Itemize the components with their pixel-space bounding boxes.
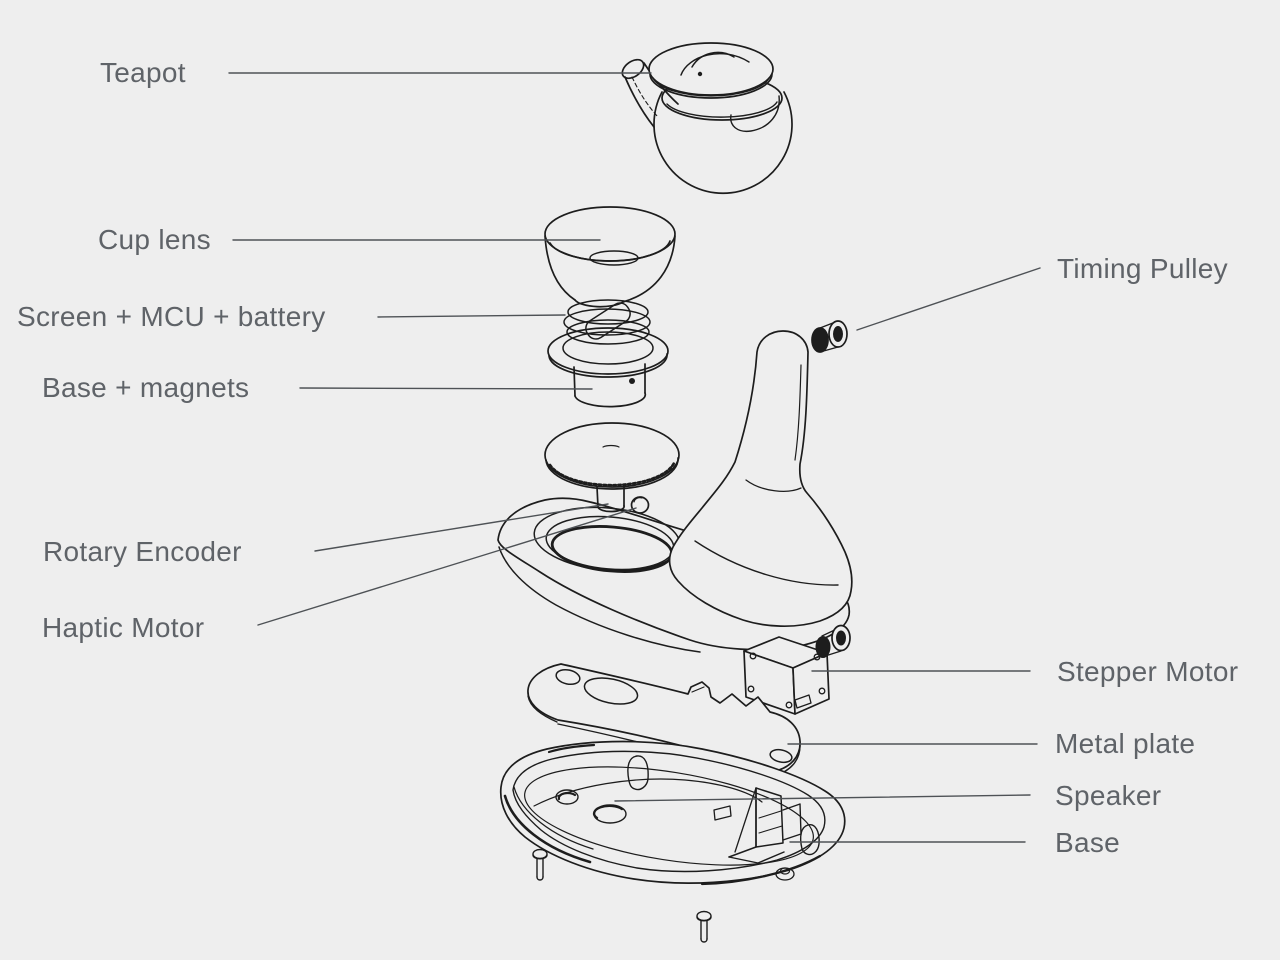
base-magnets-drawing <box>547 327 669 408</box>
label-haptic-motor: Haptic Motor <box>42 612 205 643</box>
label-screen-mcu-battery: Screen + MCU + battery <box>17 301 326 332</box>
leader-line-rotary-encoder <box>314 503 609 552</box>
haptic-motor-drawing <box>630 496 650 514</box>
leader-line-speaker <box>614 794 1031 802</box>
leader-lines <box>228 72 1041 843</box>
cup-lens-drawing <box>544 206 676 308</box>
rotary-encoder-drawing <box>544 422 680 513</box>
label-cup-lens: Cup lens <box>98 224 211 255</box>
leader-line-screen-mcu <box>377 314 566 318</box>
screw-drawing <box>532 848 548 881</box>
label-teapot: Teapot <box>100 57 186 88</box>
screen-mcu-battery-drawing <box>563 299 651 345</box>
arm-drawing <box>668 330 853 628</box>
label-base: Base <box>1055 827 1121 858</box>
screw-drawing <box>696 910 712 943</box>
label-stepper-motor: Stepper Motor <box>1057 656 1239 687</box>
label-rotary-encoder: Rotary Encoder <box>43 536 242 567</box>
timing-pulley-drawing <box>811 320 848 353</box>
label-metal-plate: Metal plate <box>1055 728 1196 759</box>
label-timing-pulley: Timing Pulley <box>1057 253 1228 284</box>
base-drawing <box>499 740 846 886</box>
leader-line-base-magnets <box>299 387 593 390</box>
leader-line-timing-pulley <box>856 267 1041 331</box>
label-base-magnets: Base + magnets <box>42 372 250 403</box>
label-speaker: Speaker <box>1055 780 1162 811</box>
leader-line-haptic-motor <box>257 507 637 626</box>
teapot-drawing <box>621 42 793 195</box>
